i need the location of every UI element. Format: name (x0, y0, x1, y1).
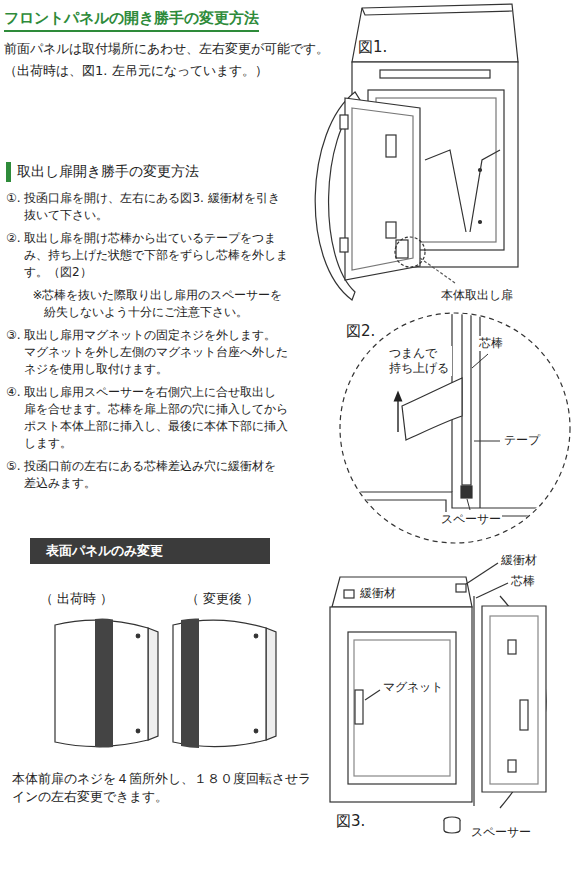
panel-views-part (136, 729, 140, 733)
step-text: ②. 取出し扉を開け芯棒から出ているテープをつまみ、持ち上げた状態で下部をずらし… (6, 230, 288, 281)
figure-2-part-part (462, 300, 471, 485)
figure-3-part (330, 607, 472, 802)
figure-3 (330, 563, 546, 833)
panel-views-part (266, 628, 276, 740)
figure-1-part (340, 238, 348, 252)
intro-text: （出荷時は、図1. 左吊元になっています。） (4, 62, 268, 80)
part-label: スペーサー (440, 512, 502, 527)
figure-number: 図2. (345, 322, 376, 341)
figure-3-part (508, 640, 516, 654)
figure-2 (340, 300, 575, 543)
figure-1-part (479, 169, 482, 172)
panel-views-part (95, 619, 113, 748)
figure-3-part (476, 583, 508, 598)
figure-1-part (386, 135, 396, 157)
figure-number: 図3. (335, 812, 366, 831)
figure-2-part-part (479, 300, 480, 508)
figure-3-part (456, 584, 466, 592)
figure-1-part (425, 150, 466, 232)
figure-1-part (340, 115, 348, 129)
part-label: スペーサー (470, 825, 532, 840)
step-text: ④. 取出し扉用スペーサーを右側穴上に合せ取出し扉を合せます。芯棒を扉上部の穴に… (6, 384, 288, 452)
figure-3-part (490, 616, 538, 784)
step-text: ③. 取出し扉用マグネットの固定ネジを外します。マグネットを外し左側のマグネット… (6, 327, 288, 378)
figure-3-part (348, 632, 456, 784)
figure-1-part (362, 8, 512, 15)
panel-views-part (254, 634, 258, 638)
band-text: 表面パネルのみ変更 (46, 542, 254, 560)
figure-1-part (420, 258, 455, 283)
figure-1-part (380, 70, 490, 78)
figure-number: 図1. (357, 38, 388, 57)
part-label: 緩衝材 (500, 553, 538, 568)
panel-views-part (181, 618, 199, 748)
figure-2-part (472, 354, 488, 368)
part-label: テープ (503, 433, 541, 448)
part-label: マグネット (382, 680, 444, 695)
panel-views-part (136, 634, 140, 638)
panel-views (55, 618, 276, 748)
part-label: 芯棒 (478, 336, 504, 351)
figure-3-part (332, 577, 472, 607)
figure-2-part (467, 499, 470, 510)
figure-3-part (482, 606, 546, 792)
figure-1-part (470, 150, 500, 232)
section-band: 表面パネルのみ変更 (30, 538, 270, 564)
figure-1 (315, 4, 518, 300)
figure-1-part (345, 98, 420, 280)
figure-1-part (352, 108, 413, 270)
figure-2-part-part (461, 486, 472, 498)
figure-1-part (395, 237, 425, 267)
figure-3-part (354, 640, 450, 776)
figure-3-part (520, 700, 528, 730)
panel-views-part (148, 628, 158, 740)
figure-3-part (473, 596, 474, 806)
panel-views-part (254, 729, 258, 733)
intro-text: 前面パネルは取付場所にあわせ、左右変更が可能です。 (4, 40, 329, 58)
figure-3-part (466, 563, 498, 584)
state-caption: （ 変更後 ） (186, 590, 259, 608)
steps-column: ①. 投函口扉を開け、左右にある図3. 緩衝材を引き抜いて下さい。 ②. 取出し扉… (6, 190, 288, 499)
figure-2-part-part (402, 378, 462, 440)
caution-note: ※芯棒を抜いた際取り出し扉用のスペーサーを紛失しないよう十分にご注意下さい。 (6, 287, 288, 321)
figure-3-part (355, 690, 363, 724)
figure-2-part (340, 300, 575, 516)
figure-1-part (386, 222, 396, 238)
step-text: ⑤. 投函口前の左右にある芯棒差込み穴に緩衝材を差込みます。 (6, 458, 288, 492)
page-title: フロントパネルの開き勝手の変更方法 (4, 8, 259, 32)
figure-3-part (508, 760, 516, 772)
part-label: 緩衝材 (359, 586, 397, 601)
figure-3-part (344, 590, 354, 598)
action-label: つまんで 持ち上げる (388, 346, 452, 376)
figure-3-part (365, 690, 380, 700)
part-label: 本体取出し扉 (440, 288, 514, 303)
figure-1-part (352, 4, 518, 62)
panel-note: 本体前扉のネジを４箇所外し、１８０度回転させラインの左右変更できます。 (12, 770, 312, 805)
part-label: 芯棒 (510, 574, 536, 589)
section-heading: 取出し扉開き勝手の変更方法 (6, 162, 199, 182)
figure-1-part (479, 221, 482, 224)
state-caption: （ 出荷時 ） (40, 590, 113, 608)
figure-2-part (397, 396, 398, 432)
figure-2-part (474, 441, 500, 442)
figure-3-part (444, 820, 460, 833)
step-text: ①. 投函口扉を開け、左右にある図3. 緩衝材を引き抜いて下さい。 (6, 190, 288, 224)
